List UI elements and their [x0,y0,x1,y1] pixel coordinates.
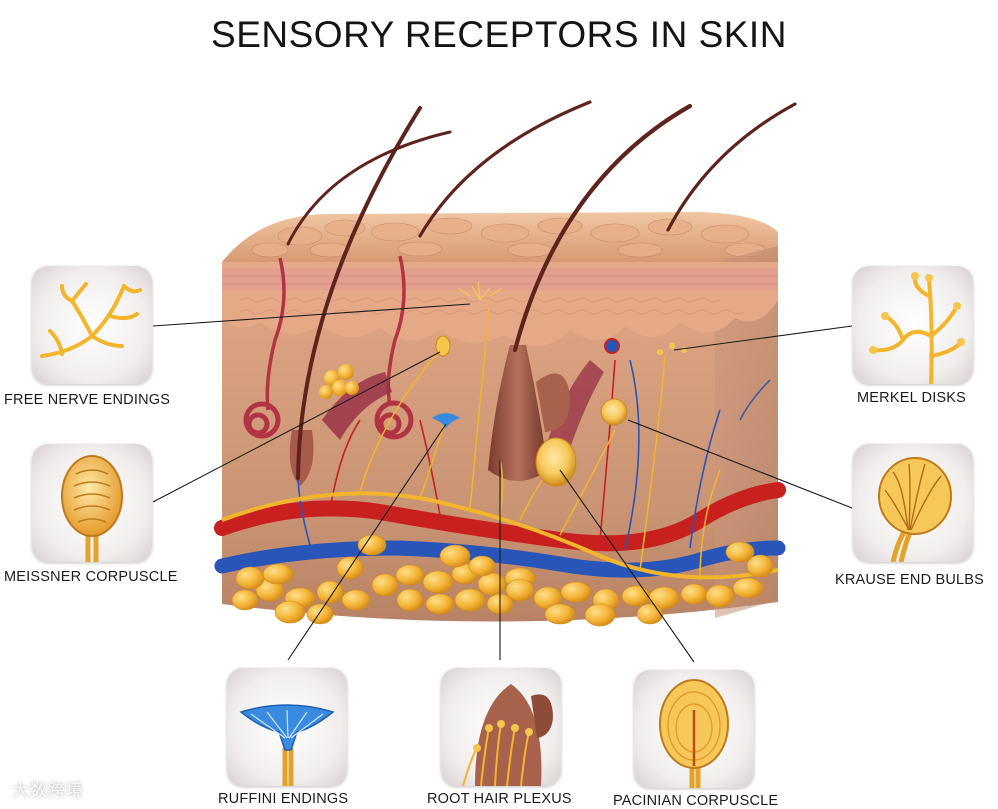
page-title: SENSORY RECEPTORS IN SKIN [211,14,787,55]
fat-cell [680,583,708,605]
fat-cell [477,572,507,596]
blood-vessel-loop [604,338,620,354]
root-hair-plexus-tile [441,668,561,786]
fat-cell [262,563,294,585]
sebaceous-gland-root [536,373,571,432]
skin-surface-texture [251,217,766,258]
fat-cell [231,589,259,611]
arrector-pili-muscle [322,372,392,440]
fat-cell [746,554,774,578]
pacinian-corpuscle-icon [659,679,729,788]
sebaceous-gland [319,364,359,399]
label-free-nerve-endings: FREE NERVE ENDINGS [4,392,171,408]
pacinian-corpuscle-in-skin [535,437,577,487]
fat-cell [705,584,735,608]
meissner-corpuscle-in-skin [435,335,451,357]
ruffini-endings-icon [239,704,335,786]
hair-shafts [286,100,797,480]
fat-cell [425,593,455,615]
fat-cell [422,570,454,594]
artery [214,482,786,552]
nerve-branches [359,299,721,581]
fat-cell [505,578,535,602]
nerve-trunk [221,491,779,580]
fat-cell [274,600,306,624]
merkel-disks-tile [853,266,973,384]
fat-cell [454,588,486,612]
fat-cell [732,577,764,599]
arrector-pili-muscle-right [548,360,604,448]
fat-cell [544,603,576,625]
fat-cell [584,603,616,627]
dermis-side [715,246,778,618]
label-pacinian-corpuscle: PACINIAN CORPUSCLE [613,793,779,809]
fat-cell [395,564,425,586]
fat-cell [235,566,265,590]
fat-cell [357,534,387,556]
vein [214,540,786,578]
free-nerve-endings-in-skin [457,281,503,301]
ruffini-endings-tile [227,668,347,786]
free-nerve-endings-tile [32,266,152,384]
fat-cell [621,585,651,607]
sweat-gland-left [243,257,286,439]
krause-end-bulbs-tile [853,444,973,562]
krause-end-bulbs-icon [878,457,952,562]
fat-cell [316,580,344,604]
fat-cell [439,544,471,568]
label-merkel-disks: MERKEL DISKS [857,390,967,406]
label-meissner-corpuscle: MEISSNER CORPUSCLE [4,569,178,585]
fat-cell [725,541,755,563]
krause-end-bulb-in-skin [600,398,628,426]
watermark: 大数跨境 [12,781,84,800]
label-ruffini-endings: RUFFINI ENDINGS [218,791,349,807]
root-hair-plexus-icon [462,684,553,786]
meissner-corpuscle-icon [61,455,123,562]
callout-lines [152,303,853,663]
label-krause-end-bulbs: KRAUSE END BULBS [835,572,985,588]
hair-follicle-root [488,345,548,481]
free-nerve-endings-icon [40,282,142,358]
label-root-hair-plexus: ROOT HAIR PLEXUS [427,791,572,807]
stratum-corneum [222,268,778,290]
meissner-corpuscle-tile [32,444,152,562]
pacinian-corpuscle-tile [634,670,754,788]
fat-cell [371,573,399,597]
fat-cell [341,589,371,611]
ruffini-ending-in-skin [432,413,460,430]
fat-cell [468,555,496,577]
fat-cell [560,581,592,603]
fat-cell [636,603,664,625]
fat-cell [396,588,424,612]
hair-follicle-left [289,430,314,486]
merkel-disks-icon [869,272,965,384]
capillaries [297,359,771,551]
fat-cell [306,603,334,625]
